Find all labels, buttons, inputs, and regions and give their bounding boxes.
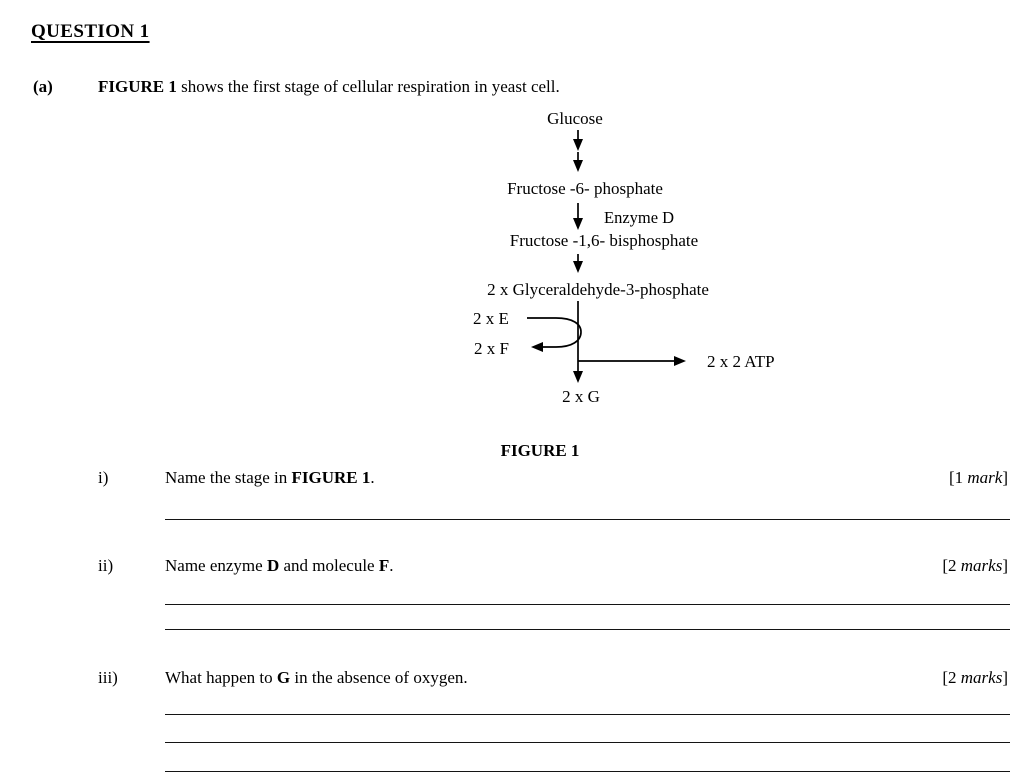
marks-badge: [1 mark] — [948, 468, 1008, 487]
question-row-ii: ii) Name enzyme D and molecule F. [2 mar… — [98, 556, 1008, 578]
diagram-node-fructose-6-phosphate: Fructose -6- phosphate — [507, 179, 663, 198]
question-text: Name enzyme D and molecule F. — [165, 556, 394, 575]
diagram-node-2x2-atp: 2 x 2 ATP — [707, 352, 775, 371]
answer-line — [165, 519, 1010, 520]
answer-line — [165, 771, 1010, 772]
question-text: Name the stage in FIGURE 1. — [165, 468, 375, 487]
part-a-intro: FIGURE 1 shows the first stage of cellul… — [98, 76, 560, 97]
question-number: ii) — [98, 556, 114, 575]
diagram-label-enzyme-d: Enzyme D — [604, 208, 675, 227]
question-number: iii) — [98, 668, 118, 687]
question-row-i: i) Name the stage in FIGURE 1. [1 mark] — [98, 468, 1008, 490]
answer-line — [165, 742, 1010, 743]
answer-line — [165, 714, 1010, 715]
diagram-node-2xE: 2 x E — [473, 309, 509, 328]
diagram-node-glucose: Glucose — [547, 109, 603, 128]
figure-caption: FIGURE 1 — [500, 441, 580, 460]
diagram-node-glyceraldehyde-3-phosphate: 2 x Glyceraldehyde-3-phosphate — [487, 280, 709, 299]
intro-figure-ref: FIGURE 1 — [98, 77, 177, 96]
answer-line — [165, 604, 1010, 605]
question-row-iii: iii) What happen to G in the absence of … — [98, 668, 1008, 690]
intro-text: shows the first stage of cellular respir… — [176, 77, 560, 96]
arrow-e-to-f-curve — [527, 317, 582, 352]
diagram-node-2xF: 2 x F — [474, 339, 509, 358]
diagram-node-2xG: 2 x G — [562, 387, 600, 406]
question-title: QUESTION 1 — [31, 21, 150, 42]
question-number: i) — [98, 468, 109, 487]
part-a-label: (a) — [33, 77, 53, 96]
diagram-node-fructose-16-bisphosphate: Fructose -1,6- bisphosphate — [509, 231, 699, 250]
answer-line — [165, 629, 1010, 630]
marks-badge: [2 marks] — [942, 668, 1008, 687]
question-text: What happen to G in the absence of oxyge… — [165, 668, 468, 687]
marks-badge: [2 marks] — [942, 556, 1008, 575]
